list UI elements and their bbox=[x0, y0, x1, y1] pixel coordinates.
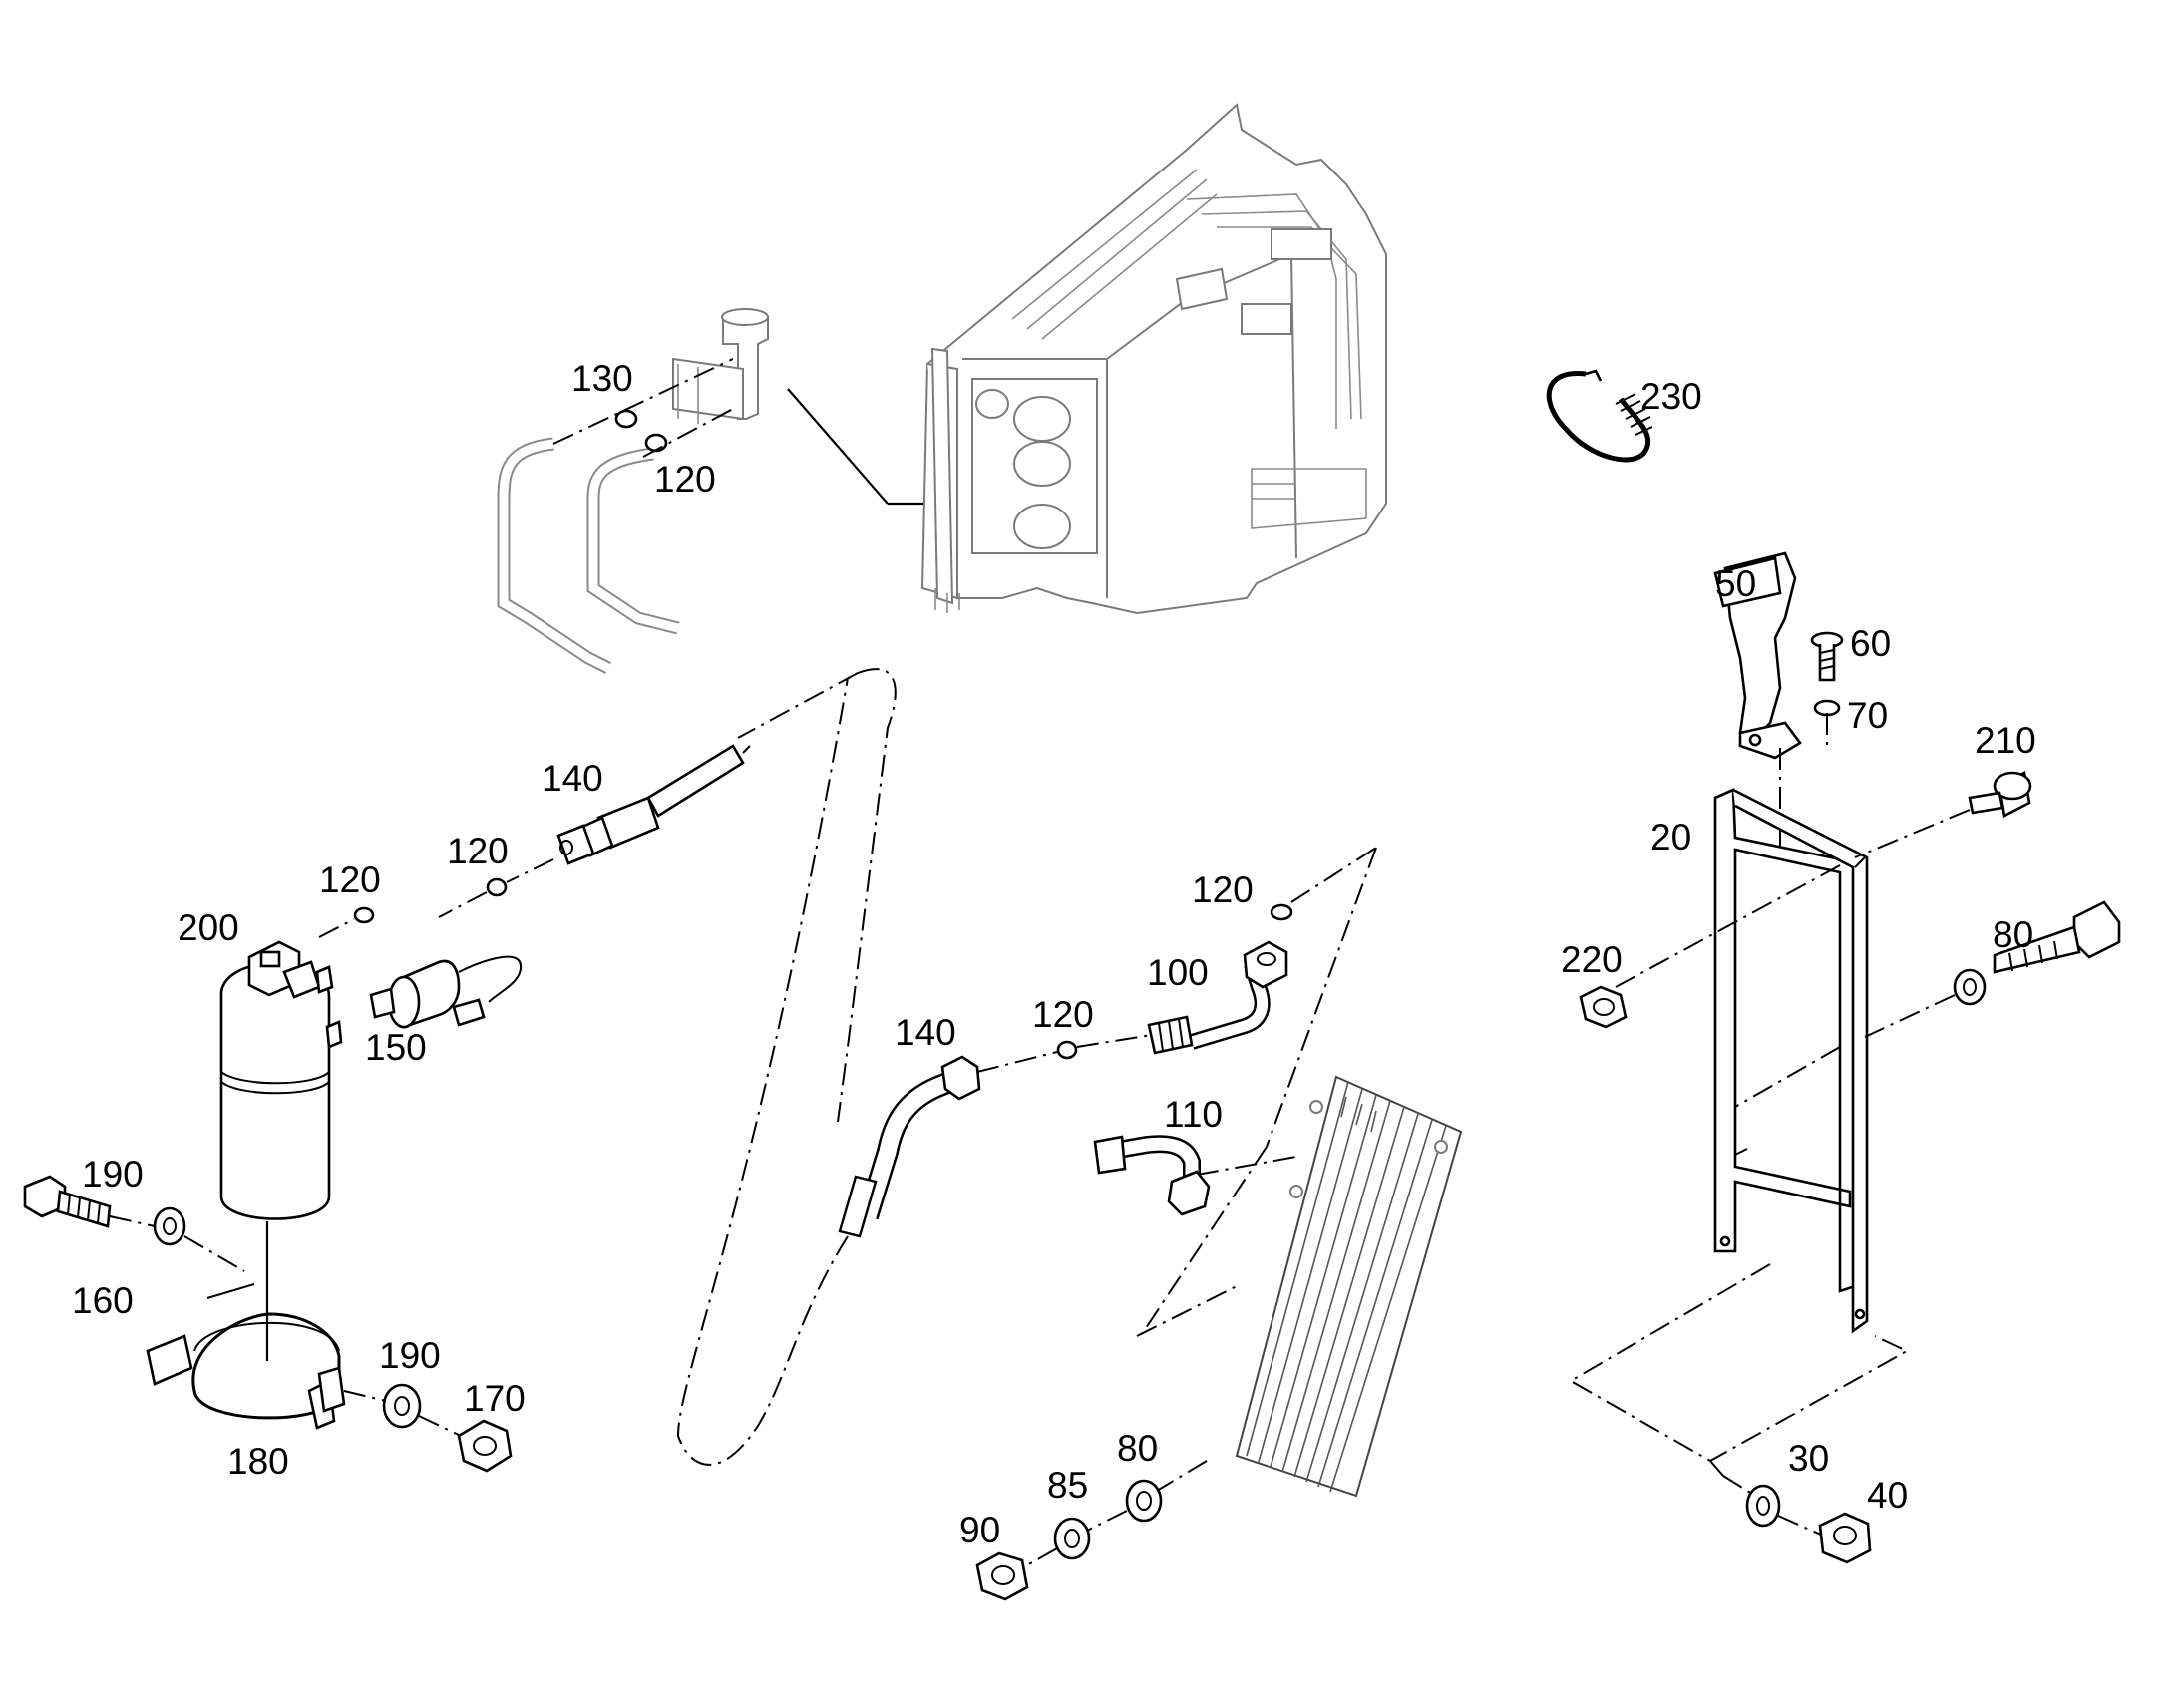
hose-140-mid bbox=[838, 1055, 981, 1238]
o-ring-120-b bbox=[486, 877, 508, 897]
washer-190-bottom bbox=[382, 1383, 422, 1429]
callout-50: 50 bbox=[1715, 563, 1756, 604]
callout-140: 140 bbox=[895, 1012, 956, 1053]
callout-130: 130 bbox=[571, 358, 633, 399]
mounting-strap-180 bbox=[146, 1283, 346, 1430]
o-ring-120-a bbox=[353, 906, 375, 924]
callout-80: 80 bbox=[1993, 914, 2033, 955]
o-ring-130 bbox=[614, 409, 638, 429]
receiver-drier bbox=[219, 940, 343, 1220]
callout-200: 200 bbox=[178, 907, 239, 948]
bolt-80-right bbox=[1953, 900, 2121, 1006]
o-ring-120-mid bbox=[1056, 1040, 1078, 1060]
callout-150: 150 bbox=[365, 1027, 427, 1068]
callout-120: 120 bbox=[1192, 869, 1254, 910]
washer-70 bbox=[1813, 699, 1841, 717]
o-ring-120-top bbox=[644, 433, 668, 453]
callout-220: 220 bbox=[1561, 939, 1623, 980]
callout-120: 120 bbox=[1032, 994, 1094, 1035]
callout-230: 230 bbox=[1640, 376, 1702, 417]
callout-90: 90 bbox=[959, 1510, 1000, 1550]
hose-140-left bbox=[556, 744, 745, 865]
ghost-hoses bbox=[497, 437, 680, 674]
callout-30: 30 bbox=[1788, 1438, 1829, 1479]
routing-loop bbox=[676, 668, 897, 1466]
callout-70: 70 bbox=[1847, 695, 1888, 736]
callout-110: 110 bbox=[1164, 1094, 1223, 1135]
callout-20: 20 bbox=[1650, 817, 1691, 857]
callout-100: 100 bbox=[1147, 952, 1209, 993]
hose-clamp-230 bbox=[1546, 369, 1653, 463]
nut-170 bbox=[457, 1419, 513, 1473]
hvac-leader-line bbox=[787, 388, 889, 505]
callout-85: 85 bbox=[1047, 1465, 1088, 1506]
fitting-110 bbox=[1093, 1135, 1211, 1216]
bolt-190 bbox=[23, 1175, 112, 1228]
callout-180: 180 bbox=[227, 1441, 289, 1482]
hose-fitting-100 bbox=[1147, 940, 1288, 1055]
callout-170: 170 bbox=[464, 1378, 526, 1419]
screw-60 bbox=[1810, 631, 1844, 682]
callout-60: 60 bbox=[1850, 623, 1891, 664]
hvac-unit-housing bbox=[920, 103, 1387, 615]
o-ring-120-c bbox=[1270, 903, 1293, 921]
callout-120: 120 bbox=[447, 831, 509, 871]
bolt-210 bbox=[1968, 771, 2032, 818]
nut-90 bbox=[975, 1551, 1029, 1601]
callout-140: 140 bbox=[542, 758, 603, 799]
callout-210: 210 bbox=[1975, 720, 2036, 761]
latch-50 bbox=[1713, 551, 1802, 760]
callout-labels: 230 130 120 50 60 70 210 20 140 120 120 … bbox=[72, 358, 2036, 1550]
washer-30 bbox=[1745, 1484, 1781, 1528]
callout-120: 120 bbox=[654, 459, 716, 500]
washer-80-bottom bbox=[1125, 1479, 1163, 1523]
callout-190: 190 bbox=[82, 1154, 144, 1195]
callout-190: 190 bbox=[379, 1335, 441, 1376]
callout-120: 120 bbox=[319, 859, 381, 900]
washer-160 bbox=[153, 1206, 186, 1246]
frame-dash-outline bbox=[1569, 1263, 1910, 1477]
pressure-switch-150 bbox=[369, 955, 523, 1029]
callout-80: 80 bbox=[1117, 1428, 1158, 1469]
nut-220 bbox=[1579, 985, 1628, 1029]
callout-40: 40 bbox=[1867, 1475, 1908, 1516]
condenser-core bbox=[1235, 1075, 1463, 1498]
nut-40 bbox=[1818, 1512, 1872, 1564]
bracket-frame-20 bbox=[1713, 788, 1869, 1334]
washer-85 bbox=[1053, 1517, 1091, 1560]
callout-160: 160 bbox=[72, 1280, 134, 1321]
pressure-switch-block bbox=[672, 308, 769, 424]
